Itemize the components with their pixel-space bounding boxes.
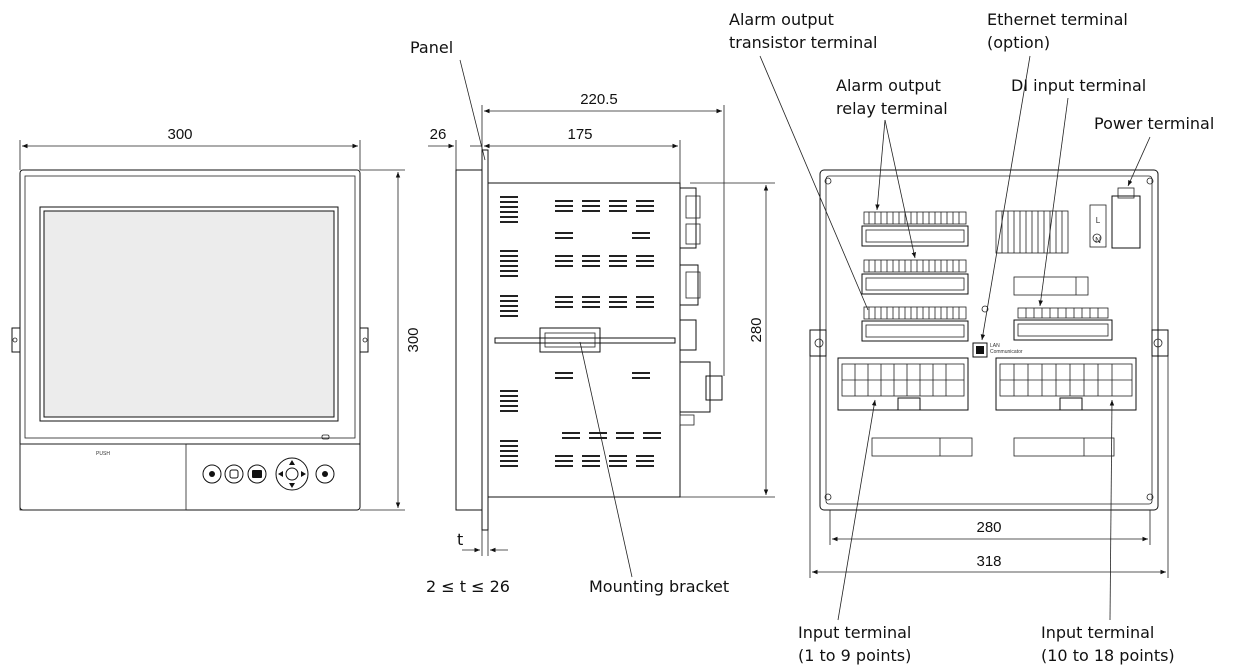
alarm-relay-leader-2: [884, 119, 916, 259]
alarm-transistor-label-2: transistor terminal: [729, 33, 877, 52]
screw-icon: [1146, 177, 1154, 185]
di-input-label: DI input terminal: [1011, 76, 1146, 95]
rear-view: L N LAN Communicator: [809, 169, 1169, 578]
input-terminal-board-2: [995, 357, 1137, 411]
alarm-terminal-block-1: [861, 211, 969, 247]
panel-thickness-symbol: t: [457, 530, 463, 549]
mounting-bracket-label: Mounting bracket: [589, 577, 729, 596]
alarm-terminal-block-3: [861, 306, 969, 342]
front-right-tab: [360, 327, 369, 353]
side-body-dim: 175: [567, 126, 592, 143]
front-screen-outer: [39, 206, 339, 422]
alarm-transistor-leader: [759, 55, 869, 311]
rear-inner-dim: 280: [976, 519, 1001, 536]
status-led: [321, 434, 330, 440]
front-height-dim: 300: [405, 327, 422, 352]
power-cover: [1111, 195, 1141, 249]
alarm-relay-label-1: Alarm output: [836, 76, 941, 95]
rear-case-outer: [819, 169, 1159, 511]
power-terminal-block: L N: [1089, 187, 1141, 249]
panel-thickness-range: 2 ≤ t ≤ 26: [426, 577, 510, 596]
arrow-pad-icon: [275, 457, 309, 491]
front-door: [19, 443, 187, 511]
side-bezel: [455, 169, 483, 511]
front-keypad: [202, 457, 335, 491]
callouts: Alarm output transistor terminal Alarm o…: [729, 10, 1214, 665]
di-terminal-block: [1013, 307, 1113, 341]
side-bracket-bar: [494, 337, 676, 344]
panel-label: Panel: [410, 38, 453, 57]
side-body: [487, 182, 681, 498]
alarm-relay-leader-1: [875, 119, 886, 211]
side-rear-connectors: [679, 187, 723, 426]
lan-label: LAN: [990, 343, 1000, 349]
screw-icon: [824, 177, 832, 185]
ethernet-leader: [980, 55, 1031, 341]
mounting-bracket-leader: [579, 341, 633, 578]
alarm-transistor-label-1: Alarm output: [729, 10, 834, 29]
lan-sub-label: Communicator: [990, 349, 1023, 355]
power-N-label: N: [1095, 236, 1101, 245]
front-left-tab: [11, 327, 20, 353]
power-terminal-label: Power terminal: [1094, 114, 1214, 133]
power-terminal-leader: [1127, 136, 1151, 187]
input-terminal-a-label-1: Input terminal: [798, 623, 911, 642]
panel-leader: [459, 59, 486, 161]
start-key-icon: [202, 464, 222, 484]
ground-screw-icon: [1092, 233, 1102, 243]
lan-port-icon: [972, 342, 988, 358]
stop-key-icon: [224, 464, 244, 484]
side-height-dim: 280: [748, 317, 765, 342]
push-label: PUSH: [96, 451, 110, 457]
side-total-dim: 220.5: [580, 91, 618, 108]
ethernet-label-1: Ethernet terminal: [987, 10, 1128, 29]
front-view: PUSH 300 300: [11, 126, 422, 511]
side-vents: [500, 196, 661, 467]
front-screen: [43, 210, 335, 418]
input-terminal-b-leader: [1109, 399, 1115, 621]
menu-key-icon: [247, 464, 267, 484]
ethernet-label-2: (option): [987, 33, 1050, 52]
screw-icon: [1146, 493, 1154, 501]
side-bracket-clamp: [539, 327, 601, 353]
blank-slot: [1013, 437, 1115, 457]
side-panel: [481, 149, 489, 531]
front-bezel: [19, 169, 361, 511]
input-terminal-a-leader: [837, 399, 877, 621]
blank-slot: [1013, 276, 1089, 296]
lan-port: LAN Communicator: [972, 305, 1023, 358]
input-terminal-b-label-1: Input terminal: [1041, 623, 1154, 642]
blank-slot: [871, 437, 973, 457]
side-view: 220.5 175 26 280 t 2 ≤ t ≤ 26 Panel Moun…: [410, 38, 775, 596]
alarm-relay-label-2: relay terminal: [836, 99, 948, 118]
input-terminal-a-label-2: (1 to 9 points): [798, 646, 911, 665]
power-L-label: L: [1096, 216, 1101, 225]
front-width-dim: 300: [167, 126, 192, 143]
di-input-leader: [1038, 97, 1069, 307]
side-front-dim: 26: [430, 126, 447, 143]
input-terminal-b-label-2: (10 to 18 points): [1041, 646, 1175, 665]
rear-outer-dim: 318: [976, 553, 1001, 570]
alarm-terminal-block-2: [861, 259, 969, 295]
input-terminal-board-1: [837, 357, 969, 411]
screw-icon: [981, 305, 989, 313]
front-display-frame: [24, 175, 356, 439]
function-key-icon: [315, 464, 335, 484]
screw-icon: [824, 493, 832, 501]
